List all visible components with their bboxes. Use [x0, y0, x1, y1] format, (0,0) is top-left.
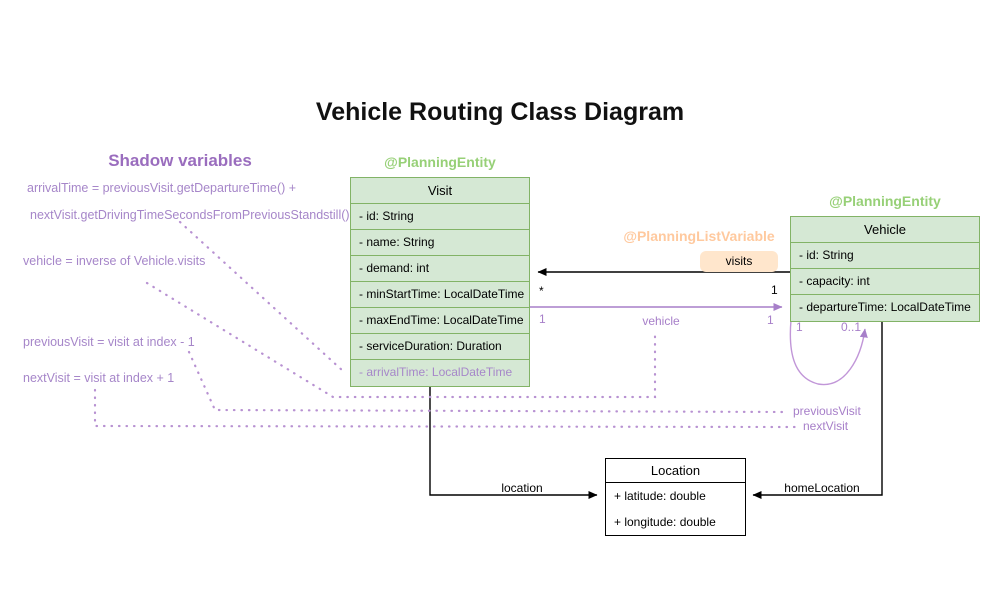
- self-loop-target-multiplicity: 0..1: [841, 320, 862, 334]
- arrival-time-formula-line1: arrivalTime = previousVisit.getDeparture…: [27, 181, 297, 195]
- home-location-relation-label: homeLocation: [784, 481, 860, 495]
- location-attribute: + latitude: double: [614, 489, 706, 503]
- visit-attribute: - maxEndTime: LocalDateTime: [351, 308, 529, 334]
- previous-visit-formula: previousVisit = visit at index - 1: [23, 335, 195, 349]
- next-visit-connector-dotted: [93, 388, 799, 429]
- vehicle-attribute: - departureTime: LocalDateTime: [799, 300, 971, 314]
- previous-visit-relation-label: previousVisit: [793, 404, 861, 418]
- vehicle-planning-entity-annotation: @PlanningEntity: [829, 193, 941, 209]
- self-loop-source-multiplicity: 1: [796, 320, 803, 334]
- visit-attribute: - demand: int: [351, 256, 529, 282]
- vehicle-class-name: Vehicle: [791, 217, 979, 243]
- arrival-time-connector-dotted: [178, 220, 345, 373]
- visit-attribute: - id: String: [351, 204, 529, 230]
- visit-planning-entity-annotation: @PlanningEntity: [384, 154, 496, 170]
- diagram-title: Vehicle Routing Class Diagram: [315, 98, 685, 126]
- visit-shadow-attribute-arrival-time: - arrivalTime: LocalDateTime: [359, 365, 513, 379]
- shadow-variables-heading: Shadow variables: [108, 151, 252, 170]
- vehicle-formula: vehicle = inverse of Vehicle.visits: [23, 254, 206, 268]
- visit-class-name: Visit: [351, 178, 529, 204]
- vehicle-self-loop-arrow: [789, 319, 868, 386]
- vehicle-relation-right-multiplicity: 1: [767, 313, 774, 327]
- vehicle-attribute: - id: String: [791, 243, 979, 269]
- next-visit-relation-label: nextVisit: [803, 419, 849, 433]
- home-location-association-arrow: [752, 320, 883, 499]
- visits-relation-label: visits: [700, 251, 778, 272]
- next-visit-formula: nextVisit = visit at index + 1: [23, 371, 175, 385]
- planning-list-variable-annotation: @PlanningListVariable: [623, 228, 775, 244]
- visits-target-multiplicity: *: [539, 284, 544, 298]
- vehicle-class-box: Vehicle - id: String - capacity: int - d…: [790, 216, 980, 322]
- location-association-arrow: [429, 385, 598, 499]
- visit-attribute: - name: String: [351, 230, 529, 256]
- visit-attribute: - serviceDuration: Duration: [351, 334, 529, 360]
- visits-source-multiplicity: 1: [771, 283, 778, 297]
- visit-class-box: Visit - id: String - name: String - dema…: [350, 177, 530, 387]
- location-class-box: Location + latitude: double + longitude:…: [605, 458, 746, 536]
- location-attribute: + longitude: double: [614, 515, 716, 529]
- visit-attribute: - minStartTime: LocalDateTime: [351, 282, 529, 308]
- arrival-time-formula-line2: nextVisit.getDrivingTimeSecondsFromPrevi…: [30, 208, 350, 222]
- vehicle-relation-left-multiplicity: 1: [539, 312, 546, 326]
- location-relation-label: location: [501, 481, 543, 495]
- vehicle-attribute: - capacity: int: [791, 269, 979, 295]
- vehicle-relation-label: vehicle: [642, 314, 680, 328]
- location-class-name: Location: [606, 459, 745, 483]
